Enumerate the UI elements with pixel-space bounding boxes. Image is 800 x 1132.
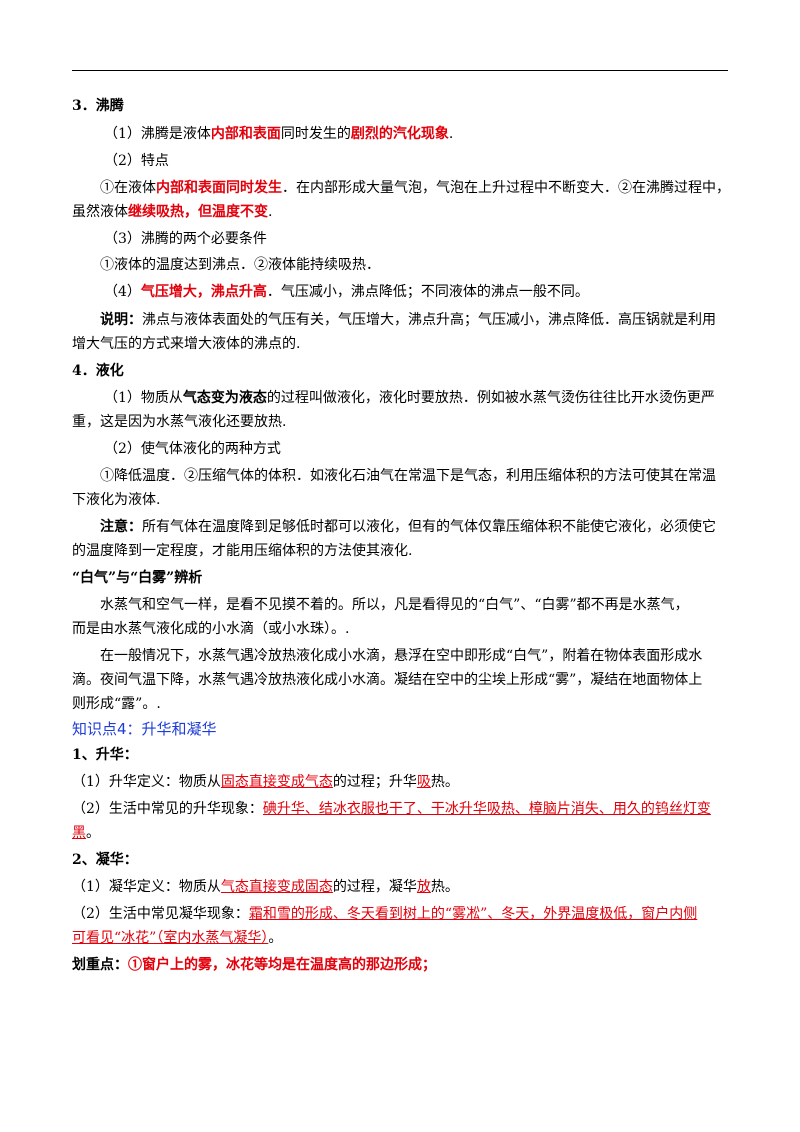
paragraph: 在一般情况下，水蒸气遇冷放热液化成小水滴，悬浮在空中即形成“白气”，附着在物体表… <box>100 648 703 664</box>
paragraph: ①降低温度．②压缩气体的体积．如液化石油气在常温下是气态，利用压缩体积的方法可使… <box>100 468 716 484</box>
paragraph: （1）凝华定义：物质从气态直接变成固态的过程，凝华放热。 <box>72 879 459 895</box>
note: 说明：沸点与液体表面处的气压有关，气压增大，沸点升高；气压减小，沸点降低．高压锅… <box>100 312 716 328</box>
note: 注意：所有气体在温度降到足够低时都可以液化，但有的气体仅靠压缩体积不能使它液化，… <box>100 519 716 535</box>
paragraph: （4）气压增大，沸点升高．气压减小，沸点降低；不同液体的沸点一般不同。 <box>104 284 589 300</box>
paragraph: 黑。 <box>72 825 100 841</box>
subheading-sublimation: 1、升华： <box>72 747 138 763</box>
paragraph: 水蒸气和空气一样，是看不见摸不着的。所以，凡是看得见的“白气”、“白雾”都不再是… <box>100 597 689 613</box>
paragraph: 而是由水蒸气液化成的小水滴（或小水珠）。. <box>72 621 350 637</box>
paragraph: ①在液体内部和表面同时发生．在内部形成大量气泡，气泡在上升过程中不断变大．②在沸… <box>100 180 730 196</box>
key-point: 划重点：①窗户上的雾，冰花等均是在温度高的那边形成； <box>72 957 436 973</box>
paragraph: （2）使气体液化的两种方式 <box>104 441 281 457</box>
paragraph: 则形成“露”。. <box>72 696 161 712</box>
paragraph: （2）生活中常见的升华现象：碘升华、结冰衣服也干了、干冰升华吸热、樟脑片消失、用… <box>72 801 711 817</box>
paragraph: 重，这是因为水蒸气液化还要放热. <box>72 414 287 430</box>
paragraph: 虽然液体继续吸热，但温度不变. <box>72 204 273 220</box>
paragraph: （3）沸腾的两个必要条件 <box>104 231 267 247</box>
paragraph: （2）生活中常见凝华现象：霜和雪的形成、冬天看到树上的“雾凇”、冬天，外界温度极… <box>72 906 698 922</box>
knowledge-point-title: 知识点4：升华和凝华 <box>72 720 217 738</box>
paragraph: ①液体的温度达到沸点．②液体能持续吸热． <box>100 257 380 273</box>
paragraph: （1）升华定义：物质从固态直接变成气态的过程；升华吸热。 <box>72 774 459 790</box>
subheading-deposition: 2、凝华： <box>72 852 138 868</box>
subheading-white-gas: “白气”与“白雾”辨析 <box>72 570 203 586</box>
paragraph: （2）特点 <box>104 153 169 169</box>
paragraph: 下液化为液体. <box>72 492 161 508</box>
header-rule <box>72 70 728 71</box>
paragraph: 可看见“冰花”（室内水蒸气凝华）。 <box>72 930 283 946</box>
note: 增大气压的方式来增大液体的沸点的. <box>72 336 301 352</box>
note: 的温度降到一定程度，才能用压缩体积的方法使其液化. <box>72 543 413 559</box>
paragraph: （1）沸腾是液体内部和表面同时发生的剧烈的汽化现象. <box>104 126 454 142</box>
paragraph: （1）物质从气态变为液态的过程叫做液化，液化时要放热．例如被水蒸气烫伤往往比开水… <box>104 390 715 406</box>
section-heading-liquefaction: 4．液化 <box>72 363 124 379</box>
paragraph: 滴。夜间气温下降，水蒸气遇冷放热液化成小水滴。凝结在空中的尘埃上形成“雾”，凝结… <box>72 672 703 688</box>
section-heading-boiling: 3．沸腾 <box>72 98 124 114</box>
